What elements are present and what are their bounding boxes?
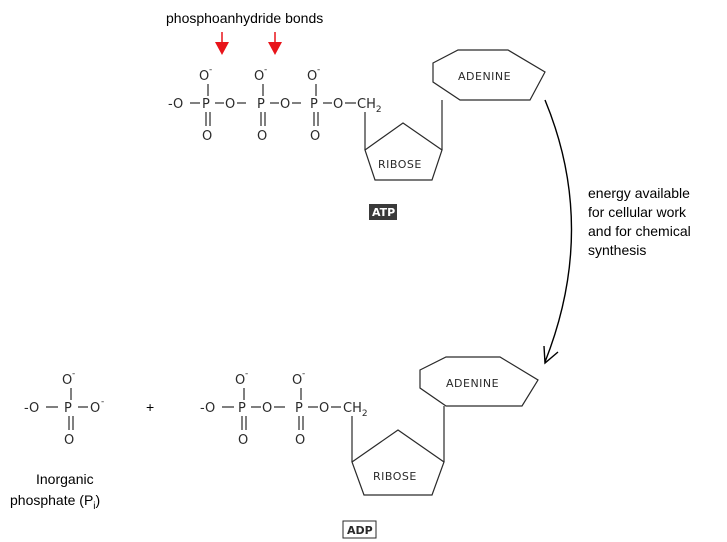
adp-o-bottom-2: O — [295, 433, 305, 448]
atp-o-top-2: O — [254, 69, 264, 84]
adp-o-bridge: O — [262, 401, 272, 416]
pi-o-top: O — [62, 373, 72, 388]
adp-p-beta: P — [295, 401, 303, 416]
atp-o-top-1: O — [199, 69, 209, 84]
atp-molecule: O - O - O - -O P O P O P O CH2 O O O — [168, 49, 546, 220]
plus-sign: + — [146, 399, 154, 415]
energy-line-1: energy available — [588, 185, 690, 201]
adp-ch2: CH2 — [343, 401, 368, 419]
energy-line-3: and for chemical — [588, 223, 691, 239]
adp-adenine-ring — [419, 356, 539, 407]
bond-marker-2 — [268, 32, 282, 55]
inorganic-phosphate-molecule: O - -O P O - O — [24, 369, 104, 448]
atp-o-bottom-2: O — [257, 129, 267, 144]
atp-adenine-label: ADENINE — [458, 70, 511, 83]
atp-ch2: CH2 — [357, 97, 382, 115]
pi-p: P — [64, 401, 72, 416]
adp-o-top-2: O — [292, 373, 302, 388]
atp-o-ester: O — [333, 97, 343, 112]
atp-p-alpha: P — [202, 97, 210, 112]
atp-adenine-ring — [432, 49, 546, 101]
atp-label: ATP — [372, 206, 395, 219]
adp-label: ADP — [347, 524, 373, 537]
atp-label-box — [369, 204, 397, 220]
energy-line-4: synthesis — [588, 242, 646, 258]
hydrolysis-arrow — [543, 99, 573, 365]
atp-o-top-3: O — [307, 69, 317, 84]
pi-o-right: O — [90, 401, 100, 416]
atp-o-bridge-1: O — [225, 97, 235, 112]
atp-o-top-1-charge: - — [209, 65, 212, 75]
adp-adenine-label: ADENINE — [446, 377, 499, 390]
atp-o-bottom-1: O — [202, 129, 212, 144]
adp-o-bottom-1: O — [238, 433, 248, 448]
adp-label-box — [342, 520, 377, 539]
adp-p-alpha: P — [238, 401, 246, 416]
atp-o-top-2-charge: - — [264, 65, 267, 75]
atp-p-beta: P — [257, 97, 265, 112]
atp-o-minus: -O — [168, 97, 183, 112]
atp-o-top-3-charge: - — [317, 65, 320, 75]
atp-o-bridge-2: O — [280, 97, 290, 112]
pi-o-top-charge: - — [72, 369, 75, 379]
bond-marker-1 — [215, 32, 229, 55]
energy-line-2: for cellular work — [588, 204, 687, 220]
pi-o-minus-left: -O — [24, 401, 39, 416]
atp-ribose-ring — [364, 122, 443, 181]
adp-o-top-1: O — [235, 373, 245, 388]
adp-molecule: O - O - -O P O P O CH2 O O RIBOSE ADENIN… — [200, 356, 539, 539]
adp-o-minus: -O — [200, 401, 215, 416]
adp-ribose-ring — [351, 429, 445, 496]
pi-o-right-charge: - — [101, 397, 104, 407]
phosphoanhydride-bonds-label: phosphoanhydride bonds — [166, 10, 323, 26]
adp-o-top-2-charge: - — [302, 369, 305, 379]
atp-p-gamma: P — [310, 97, 318, 112]
adp-o-ester: O — [319, 401, 329, 416]
adp-ribose-label: RIBOSE — [373, 470, 417, 483]
adp-o-top-1-charge: - — [245, 369, 248, 379]
pi-label-line2: phosphate (Pi) — [10, 492, 100, 512]
pi-label-line1: Inorganic — [36, 471, 94, 487]
pi-o-bottom: O — [64, 433, 74, 448]
atp-o-bottom-3: O — [310, 129, 320, 144]
atp-ribose-label: RIBOSE — [378, 158, 422, 171]
